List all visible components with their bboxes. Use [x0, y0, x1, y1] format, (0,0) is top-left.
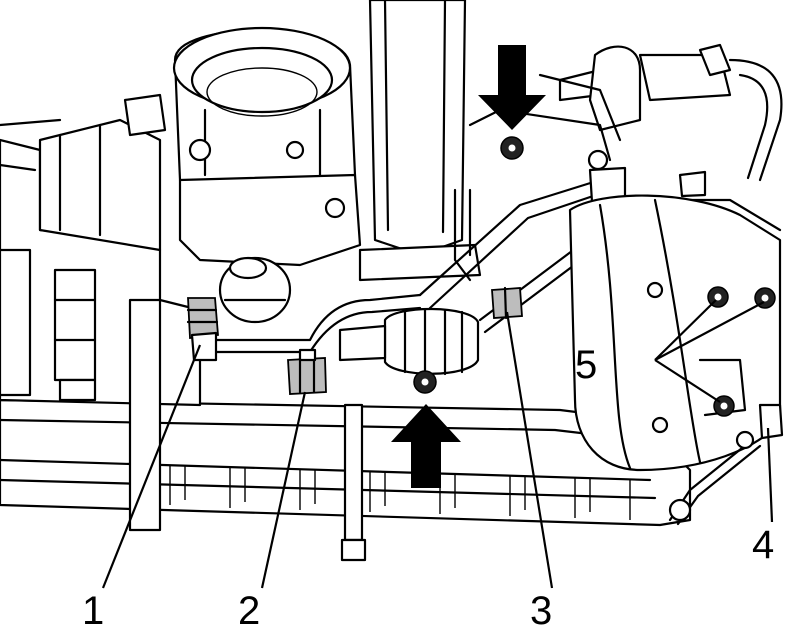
leader-lines — [101, 299, 774, 589]
callout-3: 3 — [530, 589, 552, 633]
callout-1: 1 — [82, 589, 104, 633]
linkage-rod-4 — [668, 403, 784, 526]
arrow-up-icon — [391, 404, 461, 488]
hose-clamp-2 — [287, 348, 327, 395]
engine-block-left — [0, 93, 202, 532]
callout-4: 4 — [752, 523, 774, 567]
callout-2: 2 — [238, 589, 260, 633]
vacuum-reservoir-5 — [568, 194, 782, 472]
bolts-5 — [707, 286, 776, 417]
throttle-body — [172, 26, 362, 267]
bolt-icon — [500, 136, 524, 160]
sensor-connector-1 — [186, 297, 219, 362]
bolt-icon — [587, 149, 609, 171]
bolt-icon — [413, 370, 437, 394]
upper-right-assembly — [468, 43, 783, 204]
vacuum-valve — [218, 256, 292, 324]
callout-labels: 1 2 3 4 5 — [82, 343, 774, 633]
bellows-coupling — [338, 307, 480, 376]
center-bracket — [358, 0, 482, 282]
hose-clamp-3 — [491, 286, 523, 320]
arrow-down-icon — [478, 45, 546, 130]
manifold-ribs — [169, 465, 631, 520]
callout-5: 5 — [575, 343, 597, 387]
center-stud — [340, 403, 367, 562]
